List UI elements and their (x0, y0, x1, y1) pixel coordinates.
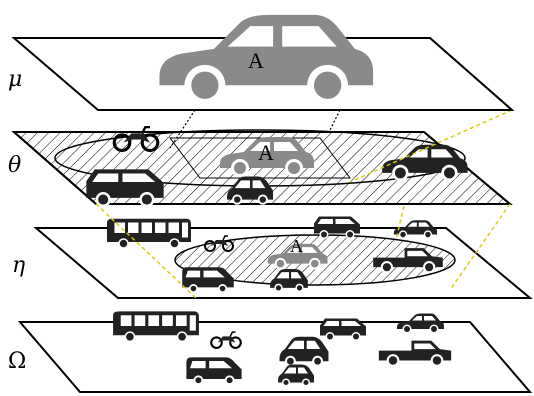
theta-label: θ (8, 153, 21, 178)
mu-label: μ (8, 67, 22, 92)
theta-car-label: A (258, 140, 274, 165)
mu-car-label: A (248, 48, 264, 73)
eta-label: η (12, 253, 25, 278)
omega-plane (20, 322, 530, 392)
eta-car-label: A (290, 236, 303, 256)
omega-label: Ω (8, 349, 26, 374)
mu-theta-link-right (330, 110, 340, 130)
